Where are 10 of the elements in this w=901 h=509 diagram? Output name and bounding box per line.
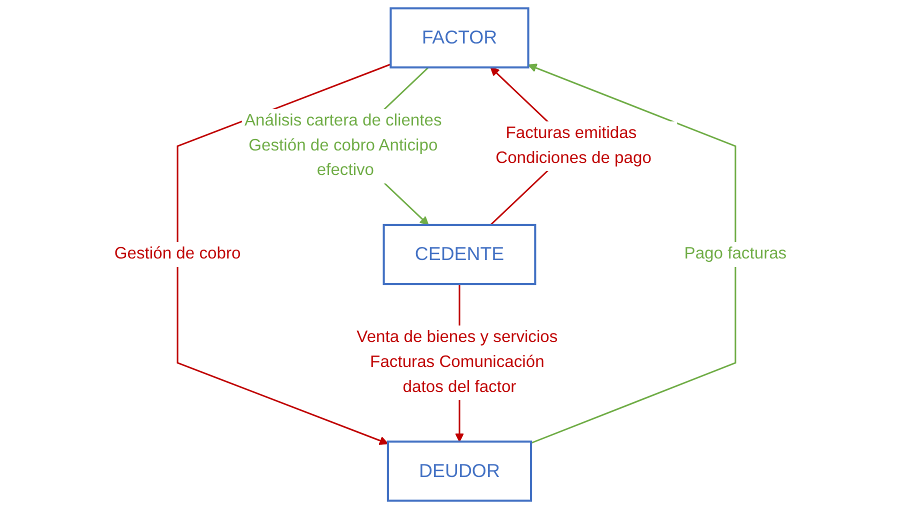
arrow [528, 64, 736, 444]
node-box: CEDENTE [382, 224, 536, 286]
arrow [176, 64, 391, 445]
edge-label: Análisis cartera de clientes Gestión de cobro Anticipo efectivo [244, 112, 442, 180]
edge-label: Facturas emitidas Condiciones de pago [496, 124, 652, 167]
edge-label: Venta de bienes y servicios Facturas Comunicación datos del factor [356, 328, 558, 396]
edge-label: Gestión de cobro [114, 245, 241, 263]
node-box: FACTOR [390, 7, 530, 68]
node-box: DEUDOR [386, 440, 532, 502]
edge-label: Pago facturas [684, 245, 787, 263]
